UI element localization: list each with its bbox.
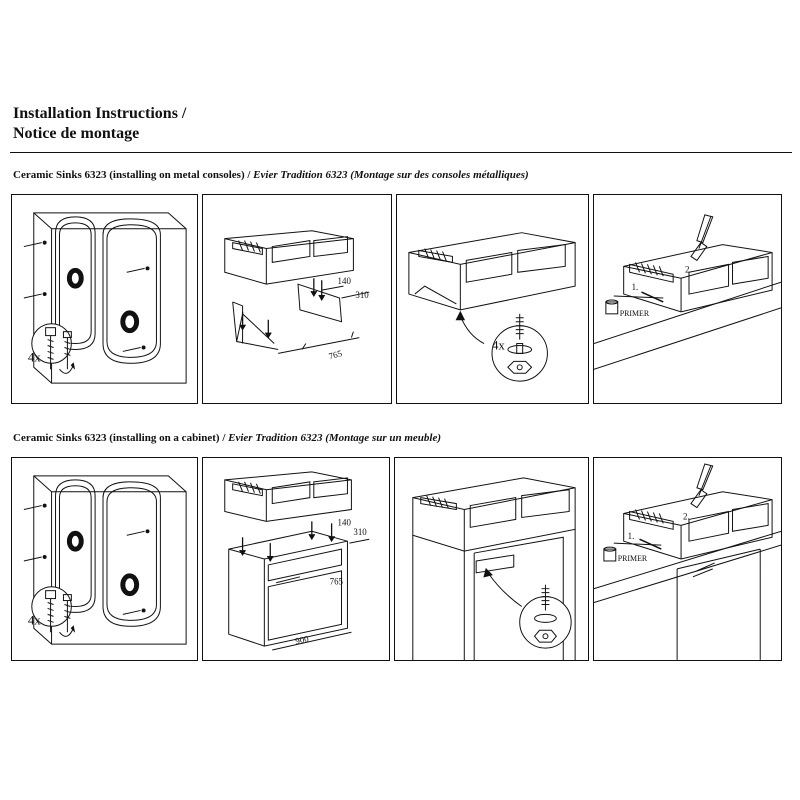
step-4-label-2: 2. xyxy=(685,264,692,274)
step-4-primer-label: PRIMER xyxy=(620,309,650,318)
step-2-figure-console-dimensions: 140 310 765 xyxy=(202,194,392,404)
section-1-heading-fr: Evier Tradition 6323 (Montage sur des co… xyxy=(253,169,529,181)
step-5-qty-label: 4x xyxy=(28,613,41,627)
step-8-primer-label: PRIMER xyxy=(618,554,648,563)
title-line-1: Installation Instructions / xyxy=(13,105,187,122)
step-1-qty-label: 4x xyxy=(28,350,41,364)
step-1-figure-sink-fixings: 4x xyxy=(11,194,198,404)
step-8-figure-sealing-cabinet: 2. 1. PRIMER xyxy=(593,457,782,661)
section-2-heading: Ceramic Sinks 6323 (installing on a cabi… xyxy=(13,432,441,444)
step-5-figure-sink-fixings: 4x xyxy=(11,457,198,661)
step-7-figure-sink-on-cabinet xyxy=(394,457,589,661)
step-6-dim-140: 140 xyxy=(338,517,352,527)
section-2-heading-fr: Evier Tradition 6323 (Montage sur un meu… xyxy=(228,432,442,444)
step-6-dim-900: 900 xyxy=(294,633,310,646)
step-2-dim-765: 765 xyxy=(328,348,344,361)
step-3-qty-label: 4x xyxy=(492,338,505,352)
section-1-heading: Ceramic Sinks 6323 (installing on metal … xyxy=(13,169,529,181)
section-1-heading-en: Ceramic Sinks 6323 (installing on metal … xyxy=(13,169,251,181)
step-6-dim-310: 310 xyxy=(353,527,367,537)
step-6-dim-765: 765 xyxy=(330,577,344,587)
step-2-dim-140: 140 xyxy=(338,276,352,286)
title-line-2: Notice de montage xyxy=(13,125,140,142)
step-8-label-2: 2. xyxy=(683,511,690,521)
step-2-dim-310: 310 xyxy=(355,290,369,300)
step-4-label-1: 1. xyxy=(632,282,639,292)
step-8-label-1: 1. xyxy=(628,531,635,541)
title-divider xyxy=(10,152,792,153)
step-3-figure-sink-mounted: 4x xyxy=(396,194,589,404)
section-2-heading-en: Ceramic Sinks 6323 (installing on a cabi… xyxy=(13,432,226,444)
step-4-figure-sealing: 2. 1. PRIMER xyxy=(593,194,782,404)
document-title: Installation Instructions / Notice de mo… xyxy=(13,104,186,144)
step-6-figure-cabinet-dimensions: 140 310 765 900 xyxy=(202,457,390,661)
